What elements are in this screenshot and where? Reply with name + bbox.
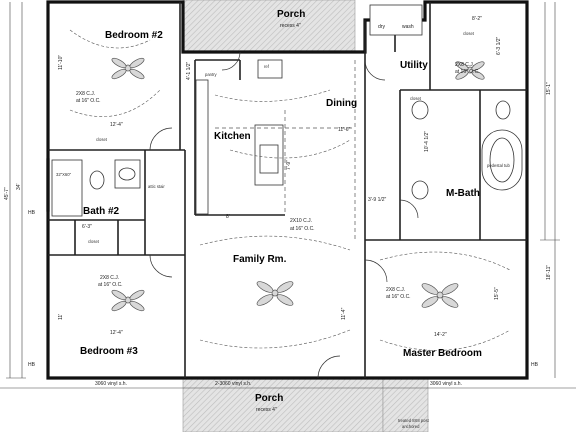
- interior-walls: [48, 2, 527, 378]
- room-master-bedroom: Master Bedroom: [403, 348, 482, 359]
- bath-fixtures: [51, 4, 523, 217]
- dim-mid: 3'-9 1/2": [368, 197, 387, 203]
- closet-label-ut: closet: [463, 31, 475, 36]
- dim-small: 4'-1 1/2": [186, 61, 192, 80]
- room-dining: Dining: [326, 98, 357, 109]
- dim-closet-side: 6'-3 1/2": [496, 36, 502, 55]
- recess-bottom-note: recess 4": [256, 407, 277, 413]
- dim-bath2-width: 6'-3": [82, 224, 92, 230]
- post-label-2: anchored: [402, 424, 420, 429]
- closet-label-b2: closet: [96, 137, 108, 142]
- dim-mb-width: 14'-2": [434, 332, 447, 338]
- room-kitchen: Kitchen: [214, 131, 251, 142]
- post-label: treated 8X8 post: [398, 418, 430, 423]
- cj-ut-oc: at 16" O.C.: [455, 69, 480, 75]
- porch-top-area: [182, 0, 356, 53]
- room-porch-bottom: Porch: [255, 393, 283, 404]
- closet-label-mb: closet: [410, 96, 422, 101]
- dim-right-top: 15'-1": [546, 82, 552, 95]
- cj-b2-oc: at 16" O.C.: [76, 98, 101, 104]
- dim-kitchen-width: 8': [226, 214, 230, 220]
- dim-closet-top: 8'-2": [472, 16, 482, 22]
- window-family: 2-3060 vinyl s.h.: [215, 381, 251, 387]
- washer-label: wash: [402, 24, 414, 30]
- room-bedroom-3: Bedroom #3: [80, 346, 138, 357]
- recess-top-note: recess 4": [280, 23, 301, 29]
- kitchen-counters: [195, 59, 284, 215]
- cj-b3: 2X8 C.J.: [100, 275, 119, 281]
- dim-family-height: 11'-4": [341, 307, 347, 320]
- dim-b3-height: 11': [58, 314, 64, 320]
- room-family: Family Rm.: [233, 254, 287, 265]
- electrical-wiring: [69, 29, 511, 351]
- closet-label-b3: closet: [88, 239, 100, 244]
- window-master: 3060 vinyl s.h.: [430, 381, 462, 387]
- room-utility: Utility: [400, 60, 428, 71]
- pedestal-tub-label: pedestal tub: [487, 163, 510, 168]
- dim-kitchen-height: 7'-9": [286, 160, 292, 170]
- dimension-lines: [0, 2, 576, 389]
- dryer-label: dry: [378, 24, 385, 30]
- window-b3: 3060 vinyl s.h.: [95, 381, 127, 387]
- dim-10: 10'-4 1/2": [424, 131, 430, 152]
- dim-b3-width: 12'-4": [110, 330, 123, 336]
- porch-bottom-right-area: [382, 377, 429, 432]
- door-swings: [149, 51, 419, 379]
- room-m-bath: M-Bath: [446, 188, 480, 199]
- cj-mb-oc: at 16" O.C.: [386, 294, 411, 300]
- dim-b2-width: 12'-4": [110, 122, 123, 128]
- cj-ut: 2X8 C.J.: [455, 62, 474, 68]
- beam-oc-label: at 16" O.C.: [290, 226, 315, 232]
- ref-label: ref: [264, 64, 270, 69]
- shower-label: 32"X60": [56, 172, 72, 177]
- beam-label: 2X10 C.J.: [290, 218, 312, 224]
- dim-left-total: 34': [16, 183, 22, 190]
- cj-b2: 2X8 C.J.: [76, 91, 95, 97]
- dim-left-overall: 45'-7": [4, 187, 10, 200]
- cj-mb: 2X8 C.J.: [386, 287, 405, 293]
- pantry-label: pantry: [205, 72, 218, 77]
- dim-right-mid: 18'-11": [546, 265, 552, 280]
- hose-bib-left-bottom: HB: [28, 362, 36, 368]
- dim-mb-height: 15'-5": [494, 287, 500, 300]
- ceiling-fans: [111, 57, 485, 312]
- room-porch-top: Porch: [277, 9, 305, 20]
- hose-bib-left-top: HB: [28, 210, 36, 216]
- hose-bib-right-bottom: HB: [531, 362, 539, 368]
- dim-dining-width: 11'-6": [338, 127, 351, 133]
- cj-b3-oc: at 16" O.C.: [98, 282, 123, 288]
- room-bath-2: Bath #2: [83, 206, 120, 217]
- attic-stair-label: attic stair: [148, 184, 165, 189]
- dim-b2-height: 11'-10": [58, 55, 64, 70]
- room-bedroom-2: Bedroom #2: [105, 30, 163, 41]
- porch-bottom-area: [182, 377, 384, 432]
